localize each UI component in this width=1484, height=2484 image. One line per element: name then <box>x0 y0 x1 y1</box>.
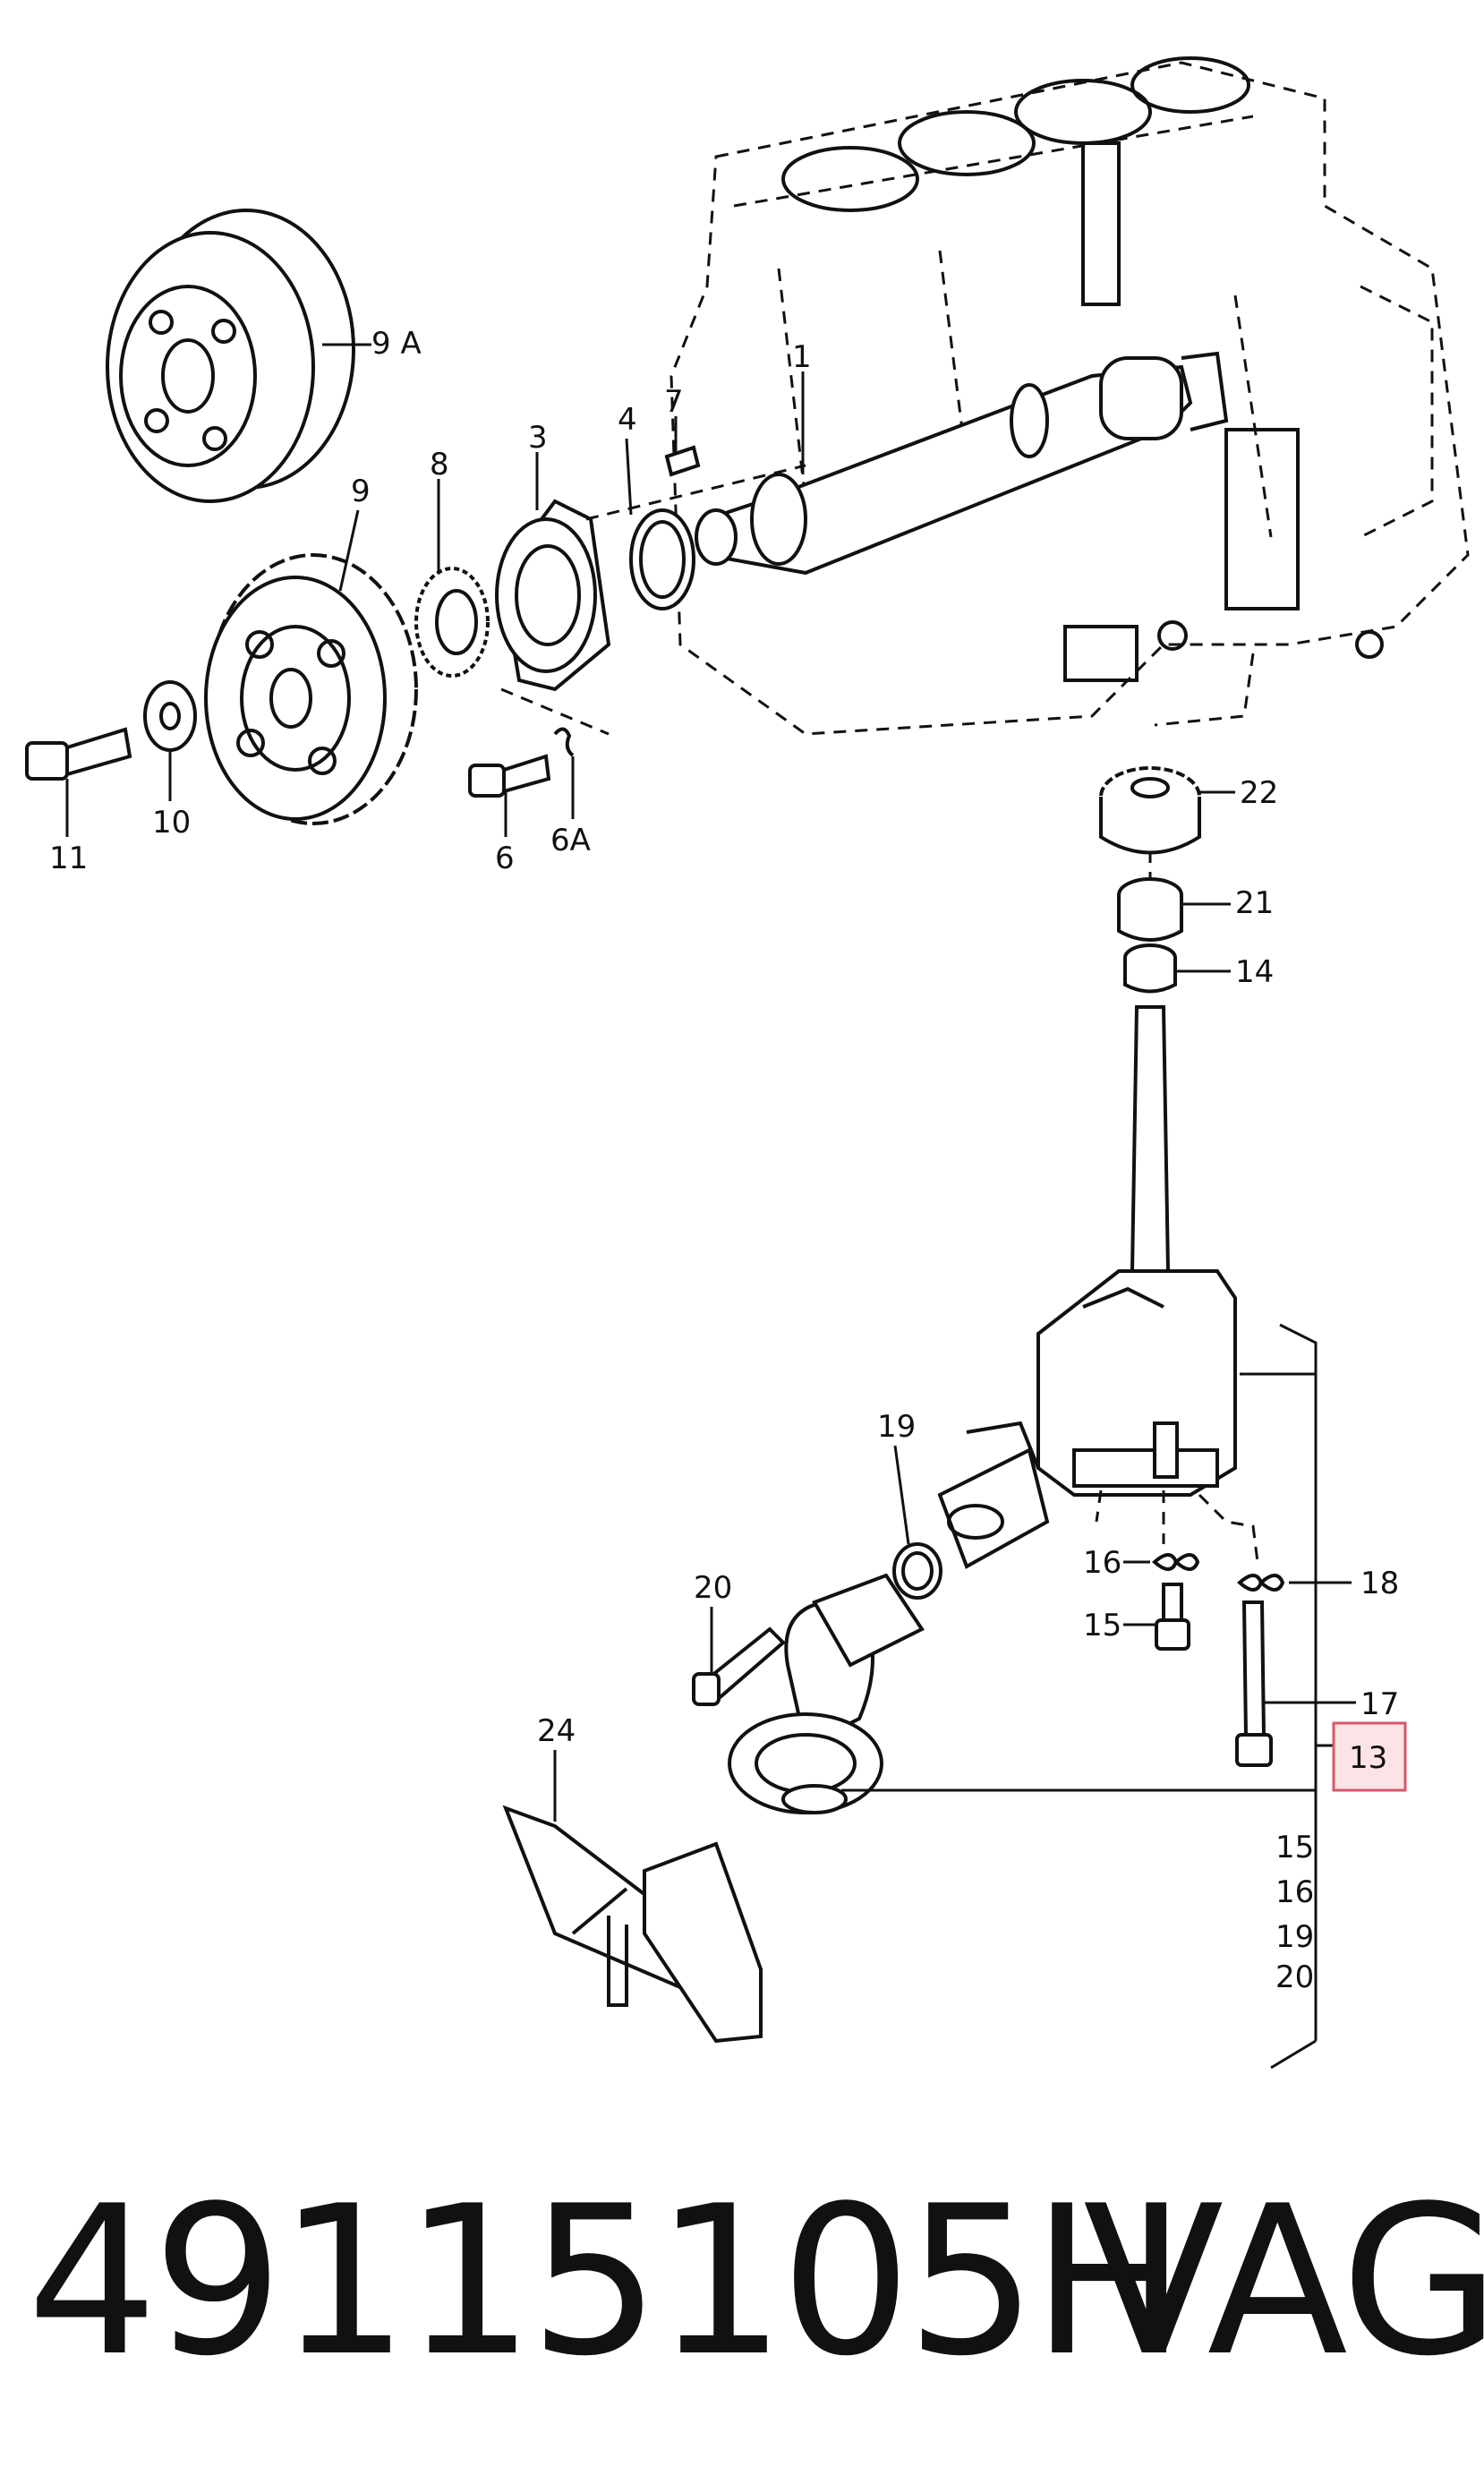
kit-bracket <box>841 1323 1334 2070</box>
label-6: 6 <box>495 841 515 876</box>
oil-seal <box>414 567 490 678</box>
bushing <box>1117 877 1183 942</box>
seal-flange <box>495 499 611 692</box>
kit-label-19: 19 <box>1275 1919 1314 1955</box>
suction-pipe <box>728 1573 925 1814</box>
washer-18 <box>1236 1574 1285 1592</box>
label-11: 11 <box>49 841 88 876</box>
label-17: 17 <box>1360 1686 1399 1722</box>
label-9: 9 <box>351 474 371 509</box>
drive-gear <box>1099 766 1201 855</box>
bolt-6 <box>468 754 551 798</box>
bolt-20 <box>692 1626 786 1706</box>
label-4: 4 <box>618 402 637 438</box>
label-1: 1 <box>792 339 812 375</box>
label-21: 21 <box>1235 885 1274 921</box>
highlight-box <box>1332 1721 1407 1792</box>
label-14: 14 <box>1235 954 1274 990</box>
washer-16 <box>1151 1553 1200 1571</box>
footer: 49115105H VAG <box>27 2148 1484 2417</box>
label-6a: 6A <box>550 823 591 858</box>
kit-label-20: 20 <box>1275 1959 1314 1995</box>
washer <box>143 680 197 752</box>
label-19: 19 <box>877 1409 916 1445</box>
exploded-parts-diagram: 9 A 9 8 3 4 7 1 11 10 6 6A 22 21 14 19 2… <box>25 56 1470 2070</box>
label-3: 3 <box>528 420 548 456</box>
label-24: 24 <box>537 1713 576 1749</box>
kit-label-16: 16 <box>1275 1874 1314 1910</box>
part-number: 49115105H <box>27 2163 1187 2402</box>
intermediate-shaft <box>695 351 1229 576</box>
label-10: 10 <box>152 805 191 841</box>
kit-label-15: 15 <box>1275 1830 1314 1865</box>
woodruff-key <box>664 445 701 477</box>
label-22: 22 <box>1240 775 1278 811</box>
bolt-11 <box>25 727 132 781</box>
leader-lines <box>65 343 1356 1822</box>
baffle-plate <box>502 1805 763 2044</box>
label-15: 15 <box>1083 1608 1122 1643</box>
bolt-15 <box>1155 1583 1190 1651</box>
oil-pump <box>937 1005 1237 1569</box>
label-7: 7 <box>664 384 684 420</box>
spring-washer <box>553 727 575 757</box>
label-9a: 9 A <box>371 326 422 362</box>
crank-pulley <box>106 209 355 503</box>
label-8: 8 <box>430 447 449 482</box>
label-18: 18 <box>1360 1566 1399 1601</box>
stud-17 <box>1235 1601 1273 1767</box>
label-20: 20 <box>694 1570 732 1606</box>
brand-name: VAG <box>1083 2163 1484 2402</box>
label-16: 16 <box>1083 1545 1122 1581</box>
toothed-sprocket <box>204 553 418 825</box>
bushing-14 <box>1123 943 1177 994</box>
label-13: 13 <box>1349 1740 1387 1776</box>
